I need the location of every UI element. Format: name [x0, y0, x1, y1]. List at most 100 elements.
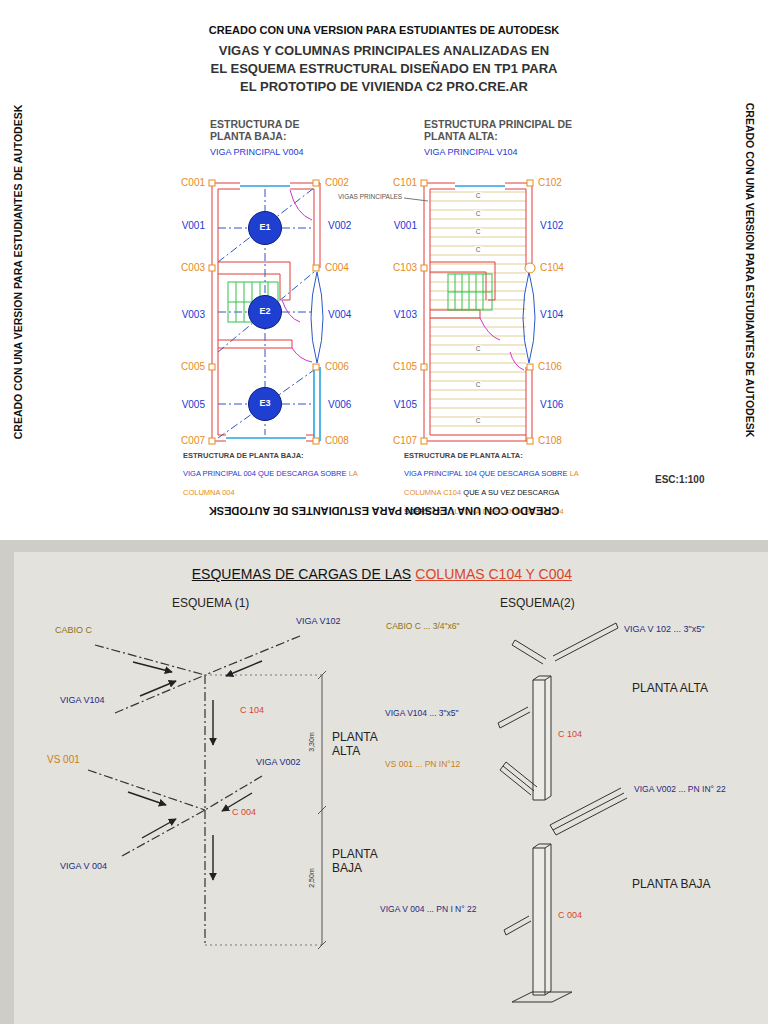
door-opening — [523, 272, 535, 363]
axis-line — [88, 770, 205, 810]
level-label: PLANTA BAJA — [632, 878, 710, 892]
member-label: VIGA V104 ... 3"x5" — [385, 709, 459, 719]
beam-axis — [218, 228, 314, 404]
member-label: VIGA V102 — [296, 616, 341, 626]
stair — [448, 274, 492, 310]
column-label: C106 — [538, 361, 562, 373]
member-label: VIGA V002 — [256, 757, 301, 767]
wall — [218, 340, 292, 348]
photo-ground — [14, 552, 768, 1024]
note-text: VIGA PRINCIPAL 104 QUE DESCARGA SOBRE — [404, 469, 567, 478]
circle-label: E3 — [259, 399, 270, 409]
door-swing — [282, 190, 312, 362]
beam-label: V001 — [182, 220, 205, 232]
column-label: C003 — [181, 262, 205, 274]
beam-label: VIGA PRINCIPAL V104 — [424, 147, 518, 157]
rafter-label: C — [475, 381, 482, 388]
leader-line — [404, 198, 428, 201]
load-arrow — [133, 662, 172, 672]
wall — [424, 183, 532, 441]
column — [527, 180, 533, 186]
column-label: C 104 — [558, 729, 582, 739]
column-label: C 004 — [558, 910, 582, 920]
axis-line — [115, 675, 205, 713]
level-label: PLANTA ALTA — [632, 682, 708, 696]
window — [314, 367, 320, 441]
beam-label: V105 — [394, 399, 417, 411]
beam-label: VIGA PRINCIPAL V004 — [210, 147, 304, 157]
column-label: C005 — [181, 361, 205, 373]
load-arrow — [140, 681, 176, 696]
stair — [448, 274, 492, 310]
beam-label: V106 — [540, 399, 563, 411]
column-c104 — [533, 676, 551, 800]
circle-label: E2 — [259, 307, 270, 317]
column — [209, 265, 215, 271]
column-label: C001 — [181, 177, 205, 189]
member-label: VS 001 ... PN IN°12 — [385, 760, 460, 770]
member-label: VIGA V 102 ... 3"x5" — [624, 624, 704, 634]
dimension-line — [318, 671, 326, 949]
watermark: CREADO CON UNA VERSION PARA ESTUDIANTES … — [209, 24, 559, 37]
door-opening — [311, 272, 323, 363]
beam-label: V103 — [394, 309, 417, 321]
wall — [430, 310, 480, 318]
member-label: VIGA V 004 — [60, 861, 107, 871]
window — [240, 185, 290, 187]
scheme-heading: ESQUEMA(2) — [500, 597, 575, 611]
column — [525, 263, 535, 273]
rafter-label: C — [475, 417, 482, 424]
load-arrow — [128, 661, 262, 880]
load-arrow — [226, 661, 262, 676]
column-label: C104 — [540, 262, 564, 274]
column — [209, 180, 215, 186]
load-arrow — [142, 819, 176, 838]
load-arrow — [128, 792, 166, 805]
steel-beam — [500, 762, 537, 795]
column-label: C103 — [393, 262, 417, 274]
load-circle: E1 — [248, 211, 282, 245]
beam-label: V104 — [540, 309, 563, 321]
door-opening — [311, 272, 323, 363]
rafter-label: C — [475, 192, 482, 199]
door-swing — [290, 190, 312, 220]
column — [421, 265, 427, 271]
column — [421, 180, 535, 444]
scale-label: ESC:1:100 — [655, 474, 704, 486]
rafter-beam — [512, 640, 546, 664]
door-opening — [523, 272, 535, 363]
column-label: C107 — [393, 435, 417, 447]
wall — [212, 183, 320, 441]
load-scheme-left — [88, 636, 326, 949]
level-label: PLANTA BAJA — [332, 848, 394, 876]
column-c004 — [533, 844, 551, 995]
wall — [526, 367, 532, 441]
stair — [448, 274, 492, 310]
member-label: VS 001 — [47, 754, 80, 766]
member-label: VIGA V104 — [60, 695, 105, 705]
load-arrow — [212, 700, 213, 745]
sketch-title: ESQUEMAS DE CARGAS DE LAS — [192, 566, 411, 582]
note-block: ESTRUCTURA DE PLANTA BAJA:VIGA PRINCIPAL… — [183, 452, 361, 499]
steel-beam — [504, 916, 531, 935]
wall — [314, 183, 320, 268]
column-label: C006 — [325, 361, 349, 373]
rafter — [430, 192, 526, 426]
column-label: C002 — [325, 177, 349, 189]
beam-label: V005 — [182, 399, 205, 411]
ground-floor-plan — [209, 180, 323, 444]
watermark: CREADO CON UNA VERSION PARA ESTUDIANTES … — [12, 105, 24, 439]
member-label: VIGA V 004 ... PN I N° 22 — [380, 905, 476, 915]
sketch-title: COLUMAS C104 Y C004 — [415, 566, 572, 582]
column — [527, 438, 533, 444]
axis-line — [88, 636, 300, 945]
note-text: VIGA PRINCIPAL 004 QUE DESCARGA SOBRE — [183, 469, 346, 478]
wall — [424, 183, 430, 441]
dimension: 2,50m — [308, 868, 316, 887]
column-label: C102 — [538, 177, 562, 189]
wall — [424, 183, 532, 189]
beam-label: V002 — [328, 220, 351, 232]
column — [421, 180, 427, 186]
